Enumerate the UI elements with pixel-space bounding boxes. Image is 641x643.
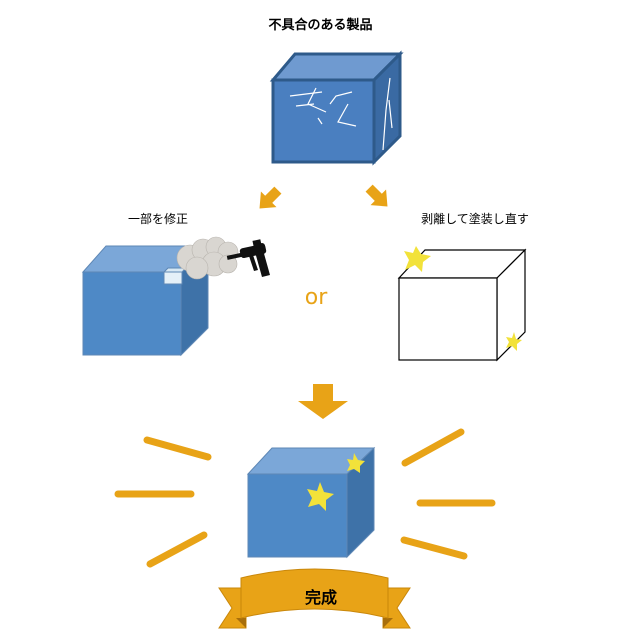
- diagram-title: 不具合のある製品: [268, 18, 373, 33]
- celebration-rays: [114, 428, 496, 568]
- sparkle-icon: [404, 246, 431, 272]
- scratch-marks: [289, 77, 393, 151]
- or-connector: or: [304, 285, 328, 310]
- arrow-down-icon: [298, 384, 348, 419]
- finished-cube: [246, 446, 376, 559]
- repair-patch: [162, 267, 188, 285]
- defective-product-cube: [269, 50, 404, 166]
- sparkle-icon: [347, 453, 365, 473]
- arrow-down-left-icon: [259, 186, 282, 209]
- spray-cloud: [176, 236, 239, 280]
- sparkle-icon: [307, 482, 334, 511]
- option-partial-repair-label: 一部を修正: [127, 212, 188, 226]
- completion-ribbon: [218, 568, 411, 629]
- arrow-down-right-icon: [365, 184, 388, 207]
- sparkle-icon: [506, 332, 522, 351]
- spray-gun-icon: [226, 239, 270, 277]
- repaint-cube: [397, 246, 527, 362]
- option-repaint-label: 剥離して塗装し直す: [421, 212, 529, 226]
- completion-label: 完成: [304, 588, 337, 607]
